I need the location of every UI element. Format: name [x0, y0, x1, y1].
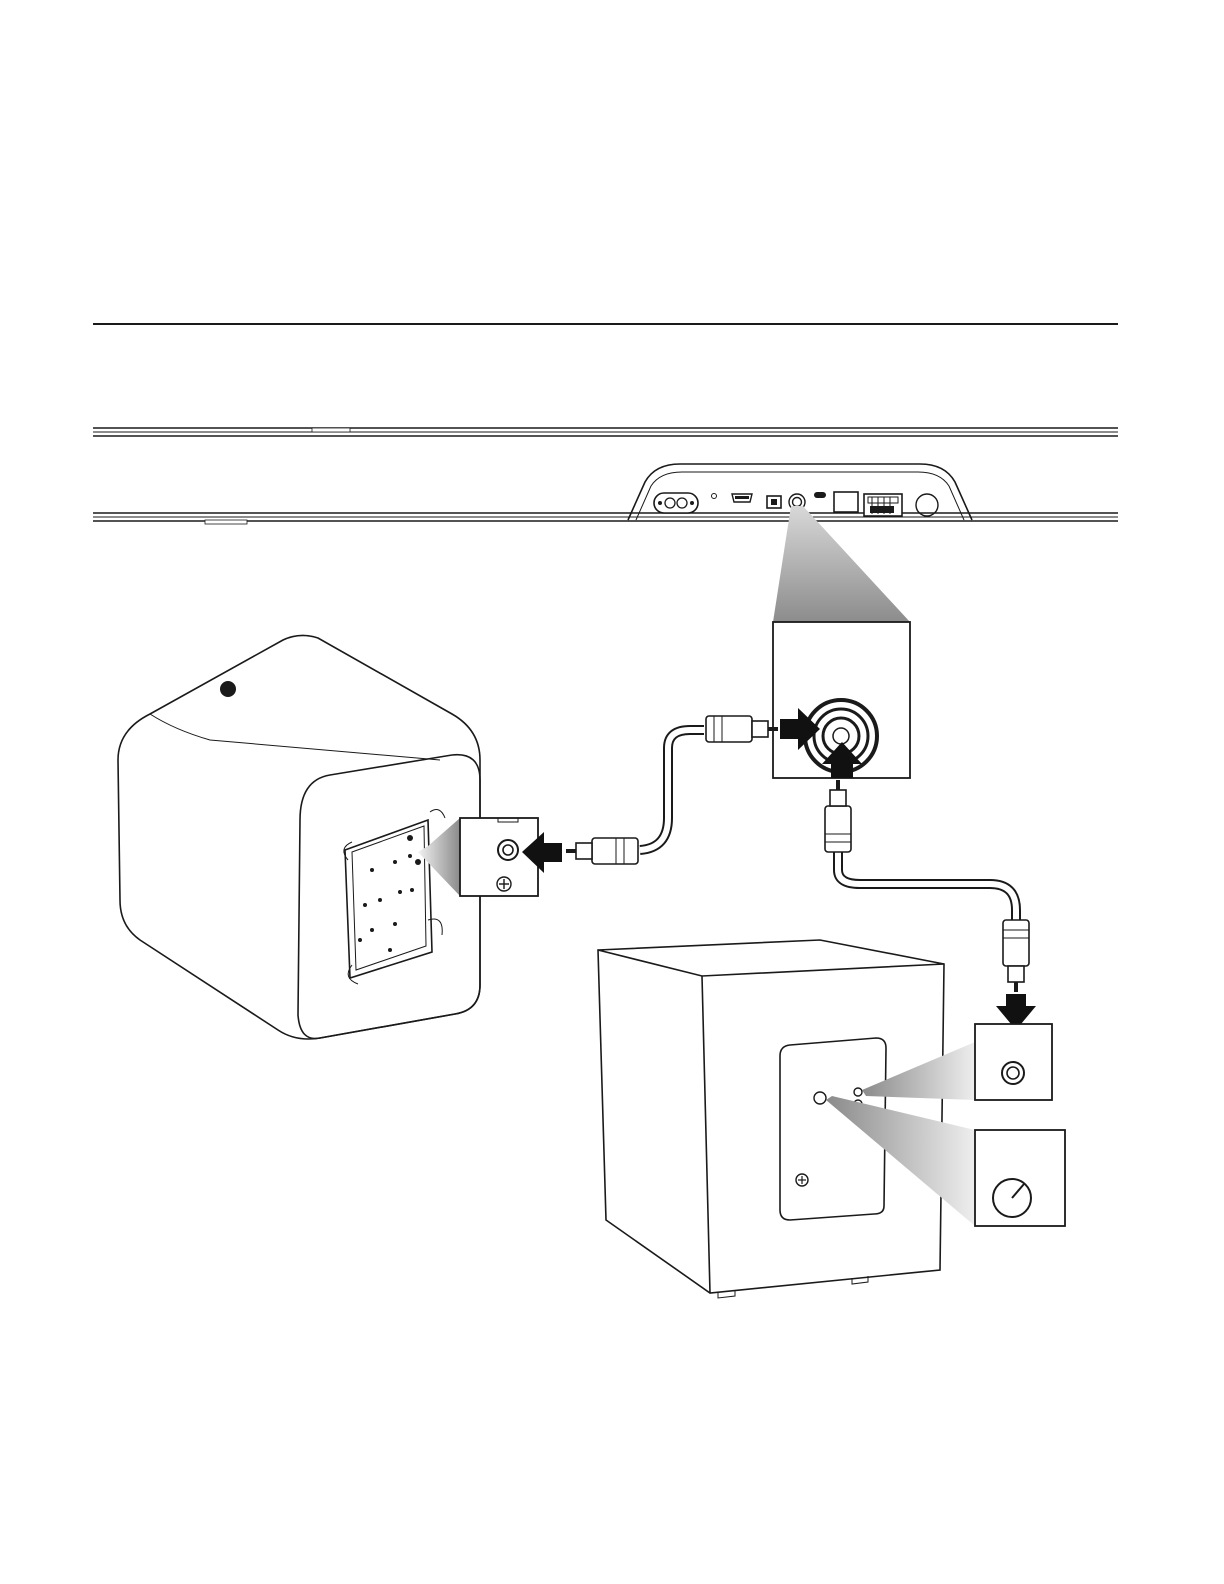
- zoom-beam-sub-out: [773, 506, 910, 622]
- gain-knob-zoom: [975, 1130, 1065, 1226]
- usb-port-icon: [814, 492, 826, 498]
- logo-badge-icon: [220, 681, 236, 697]
- zoom-beam-gain: [826, 1096, 975, 1226]
- power-port-icon: [654, 493, 698, 513]
- sub-in-jack-zoom: [460, 818, 538, 896]
- zoom-beam-line-in: [862, 1042, 975, 1100]
- line-in-jack-zoom: [975, 1024, 1052, 1100]
- ethernet-port-icon: [834, 492, 858, 512]
- speaker-terminal-icon: [864, 494, 902, 516]
- cube-subwoofer: [118, 635, 480, 1039]
- optical-port-icon: [767, 496, 781, 508]
- line-in-port-icon: [814, 1092, 826, 1104]
- hdmi-port-icon: [732, 494, 752, 502]
- rca-cable-a: [566, 716, 778, 864]
- gain-knob-port-icon: [854, 1088, 862, 1096]
- power-switch-icon: [796, 1174, 808, 1186]
- soundbar: [93, 428, 1118, 524]
- reset-pinhole-icon: [712, 494, 717, 499]
